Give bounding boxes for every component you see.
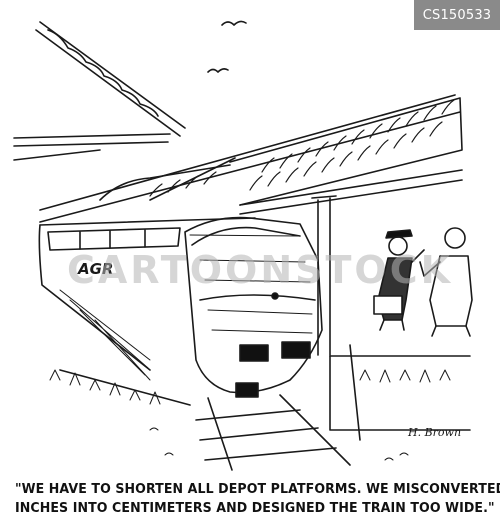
caption-line-1: "WE HAVE TO SHORTEN ALL DEPOT PLATFORMS.… (15, 482, 500, 497)
image-id-badge: CS150533 (414, 0, 500, 30)
cartoon-caption: "WE HAVE TO SHORTEN ALL DEPOT PLATFORMS.… (15, 480, 500, 518)
birds (207, 20, 247, 73)
caption-line-2: INCHES INTO CENTIMETERS AND DESIGNED THE… (15, 501, 495, 516)
man-with-briefcase (373, 229, 425, 331)
platform-roof (39, 94, 463, 223)
man-speaking (419, 227, 473, 337)
railway-tracks (149, 394, 409, 471)
train-label: AGR (77, 260, 113, 278)
platforms (49, 344, 471, 441)
train (38, 216, 323, 398)
upper-roof (13, 21, 186, 161)
station-column (311, 195, 337, 356)
artist-signature: H. Brown (407, 426, 461, 439)
